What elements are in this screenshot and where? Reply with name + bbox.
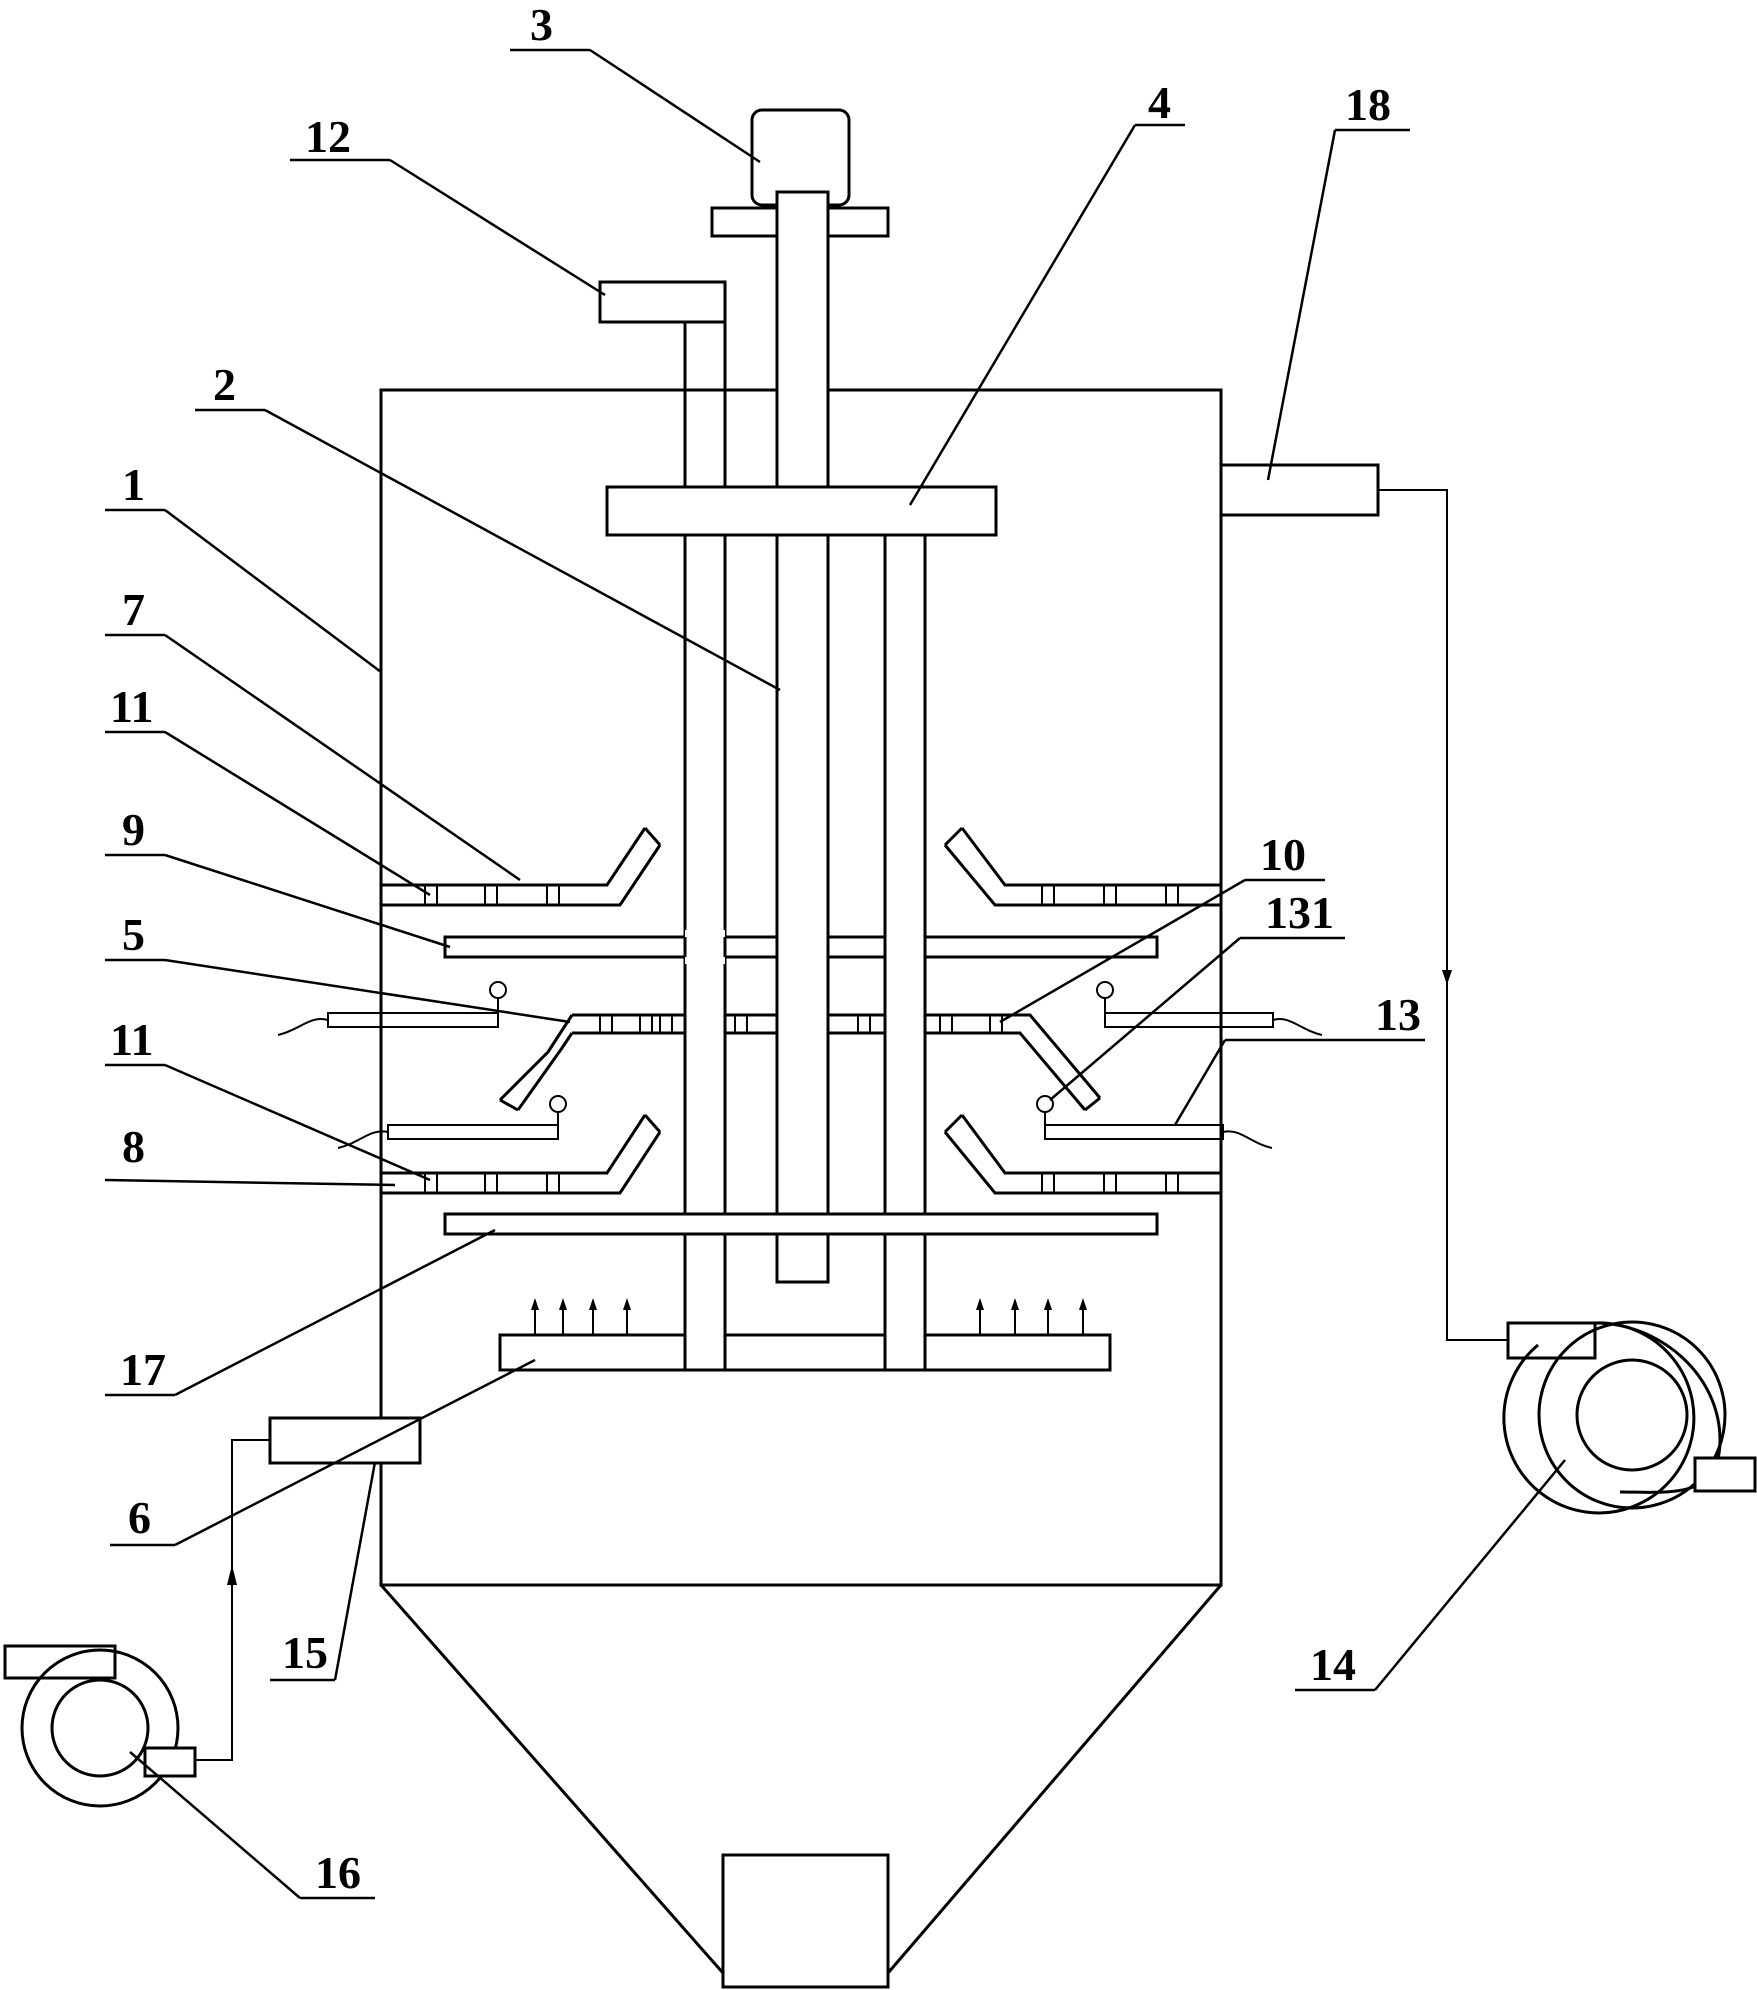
part-labels: 3 12 4 18 2 1 7 11 9 5 11 8 17 6 15 16 1… xyxy=(110,0,1421,1898)
label-11b: 11 xyxy=(110,1014,153,1065)
upper-fixed-tray-left xyxy=(381,827,662,907)
upper-fixed-tray-right xyxy=(943,826,1221,907)
left-pipe-cover-b xyxy=(685,1010,725,1038)
shaft-cover-b xyxy=(777,1010,828,1038)
label-17: 17 xyxy=(120,1344,166,1395)
lower-fixed-tray-left xyxy=(381,1114,662,1195)
label-3: 3 xyxy=(530,0,553,50)
leader-lines xyxy=(104,48,1566,1900)
gas-inlet-12 xyxy=(598,280,727,324)
rotary-head xyxy=(605,485,998,537)
nozzle-upper-right xyxy=(1096,981,1323,1036)
left-jet-arrows xyxy=(531,1298,631,1335)
shaft-overlay xyxy=(775,533,830,1284)
label-15: 15 xyxy=(282,1627,328,1678)
label-12: 12 xyxy=(305,111,351,162)
label-1: 1 xyxy=(122,459,145,510)
label-131: 131 xyxy=(1265,887,1334,938)
nozzle-lower-left xyxy=(337,1095,567,1149)
label-7: 7 xyxy=(122,584,145,635)
exhaust-outlet xyxy=(1219,463,1380,517)
label-8: 8 xyxy=(122,1121,145,1172)
label-9: 9 xyxy=(122,804,145,855)
label-2: 2 xyxy=(213,359,236,410)
shaft-cover-a xyxy=(777,930,828,964)
label-14: 14 xyxy=(1310,1639,1356,1690)
label-10: 10 xyxy=(1260,829,1306,880)
lower-fixed-tray-right xyxy=(943,1113,1221,1195)
nozzle-upper-left xyxy=(277,981,507,1036)
right-pipe-cover-a xyxy=(885,930,925,964)
label-16: 16 xyxy=(315,1847,361,1898)
exhaust-fan xyxy=(1502,1320,1757,1515)
label-11a: 11 xyxy=(110,681,153,732)
label-13: 13 xyxy=(1375,989,1421,1040)
exhaust-line xyxy=(1378,489,1510,1341)
label-18: 18 xyxy=(1345,79,1391,130)
label-4: 4 xyxy=(1148,77,1171,128)
label-5: 5 xyxy=(122,909,145,960)
left-pipe-cover-a xyxy=(685,930,725,964)
air-arrow xyxy=(227,1565,237,1585)
right-jet-arrows xyxy=(976,1298,1087,1335)
exhaust-arrow xyxy=(1442,970,1452,985)
nozzle-lower-right xyxy=(1036,1095,1273,1149)
air-supply-line xyxy=(195,1439,270,1761)
right-pipe-cover-b xyxy=(885,1010,925,1038)
air-blower xyxy=(3,1644,197,1808)
discharge-outlet xyxy=(721,1853,890,1989)
stirring-plate-lower xyxy=(443,1212,1159,1236)
label-6: 6 xyxy=(128,1492,151,1543)
